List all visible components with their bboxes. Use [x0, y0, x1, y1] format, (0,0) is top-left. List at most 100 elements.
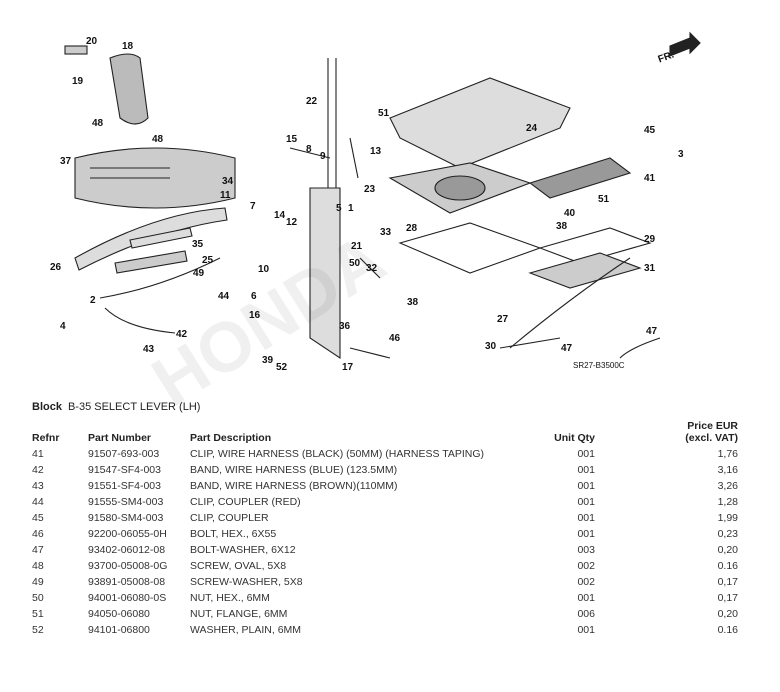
callout: 20 — [86, 36, 98, 47]
cell-unit-qty: 003 — [577, 544, 595, 556]
callout: 48 — [152, 134, 164, 145]
callout: 42 — [176, 329, 188, 340]
cell-part-number: 93891-05008-08 — [88, 576, 166, 588]
cell-unit-qty: 006 — [577, 608, 595, 620]
cell-refnr: 48 — [32, 560, 44, 572]
cell-description: CLIP, WIRE HARNESS (BLACK) (50MM) (HARNE… — [190, 448, 485, 460]
table-row: 41 91507-693-003 CLIP, WIRE HARNESS (BLACK… — [32, 446, 738, 462]
cell-description: SCREW-WASHER, 5X8 — [190, 576, 303, 588]
callout: 9 — [320, 151, 326, 162]
cell-refnr: 45 — [32, 512, 44, 524]
cell-price: 3,16 — [717, 464, 738, 476]
callout: 22 — [306, 96, 318, 107]
callout: 39 — [262, 355, 274, 366]
cell-description: BAND, WIRE HARNESS (BLUE) (123.5MM) — [190, 464, 398, 476]
parts-diagram: 20 18 19 48 48 37 34 22 24 51 45 3 15 8 … — [30, 18, 720, 388]
callout: 2 — [90, 295, 96, 306]
callout: 28 — [406, 223, 418, 234]
cell-price: 0.16 — [717, 560, 738, 572]
exploded-view-drawing — [64, 31, 701, 360]
cell-refnr: 41 — [32, 448, 44, 460]
cell-refnr: 44 — [32, 496, 44, 508]
cell-part-number: 91547-SF4-003 — [88, 464, 161, 476]
callout: 47 — [561, 343, 573, 354]
callout: 25 — [202, 255, 214, 266]
cell-unit-qty: 001 — [577, 624, 595, 636]
callout: 35 — [192, 239, 204, 250]
parts-table: Refnr Part Number Part Description Unit … — [32, 418, 738, 638]
cell-unit-qty: 001 — [577, 528, 595, 540]
cell-price: 3,26 — [717, 480, 738, 492]
cell-part-number: 91551-SF4-003 — [88, 480, 161, 492]
callout: 11 — [220, 190, 231, 201]
callout: 21 — [351, 241, 363, 252]
cell-unit-qty: 001 — [577, 480, 595, 492]
cell-part-number: 94050-06080 — [88, 608, 150, 620]
callout: 19 — [72, 76, 84, 87]
cell-unit-qty: 001 — [577, 592, 595, 604]
callout: 16 — [249, 310, 261, 321]
cell-price: 1,28 — [717, 496, 738, 508]
callout: 49 — [193, 268, 205, 279]
callout: 38 — [556, 221, 568, 232]
callout: 44 — [218, 291, 230, 302]
callout: 24 — [526, 123, 538, 134]
cell-price: 0.16 — [717, 624, 738, 636]
callout: 30 — [485, 341, 497, 352]
cell-description: SCREW, OVAL, 5X8 — [190, 560, 287, 572]
table-row: 43 91551-SF4-003 BAND, WIRE HARNESS (BROWN… — [32, 478, 738, 494]
table-header: Refnr Part Number Part Description Unit … — [32, 418, 738, 446]
cell-part-number: 94101-06800 — [88, 624, 150, 636]
callout: 38 — [407, 297, 419, 308]
callout: 47 — [646, 326, 658, 337]
cell-unit-qty: 002 — [577, 560, 595, 572]
header-part-number: Part Number — [88, 432, 152, 444]
cell-description: NUT, FLANGE, 6MM — [190, 608, 288, 620]
cell-description: BOLT, HEX., 6X55 — [190, 528, 277, 540]
callout: 40 — [564, 208, 576, 219]
callout: 15 — [286, 134, 298, 145]
cell-part-number: 91507-693-003 — [88, 448, 160, 460]
cell-description: CLIP, COUPLER (RED) — [190, 496, 301, 508]
cell-part-number: 92200-06055-0H — [88, 528, 167, 540]
cell-part-number: 91580-SM4-003 — [88, 512, 164, 524]
callout: 17 — [342, 362, 354, 373]
cell-unit-qty: 001 — [577, 464, 595, 476]
callout: 52 — [276, 362, 288, 373]
callout: 36 — [339, 321, 351, 332]
callout: 29 — [644, 234, 656, 245]
cell-refnr: 43 — [32, 480, 44, 492]
block-value: B-35 SELECT LEVER (LH) — [67, 401, 201, 413]
callout: 1 — [348, 203, 354, 214]
callout: 13 — [370, 146, 382, 157]
callout: 34 — [222, 176, 234, 187]
callout: 51 — [598, 194, 610, 205]
cell-refnr: 51 — [32, 608, 44, 620]
cell-refnr: 46 — [32, 528, 44, 540]
callout: 26 — [50, 262, 62, 273]
callout: 7 — [250, 201, 256, 212]
callout: 46 — [389, 333, 401, 344]
callout: 48 — [92, 118, 104, 129]
callout: 18 — [122, 41, 134, 52]
cell-description: WASHER, PLAIN, 6MM — [190, 624, 302, 636]
cell-refnr: 47 — [32, 544, 44, 556]
callout: 41 — [644, 173, 656, 184]
cell-description: BOLT-WASHER, 6X12 — [190, 544, 296, 556]
cell-price: 0,17 — [717, 592, 738, 604]
callout: 12 — [286, 217, 298, 228]
cell-description: BAND, WIRE HARNESS (BROWN)(110MM) — [190, 480, 398, 492]
callout: 37 — [60, 156, 72, 167]
callout: 51 — [378, 108, 390, 119]
cell-part-number: 94001-06080-0S — [88, 592, 167, 604]
callout: 6 — [251, 291, 257, 302]
